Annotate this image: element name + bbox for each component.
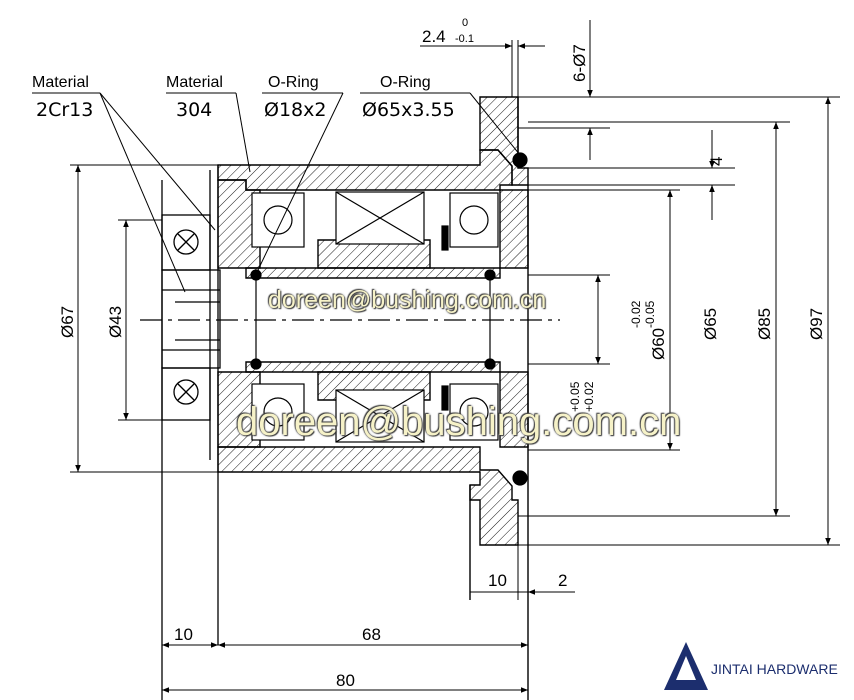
callout-1-value: 2Cr13 [36,99,93,121]
dim-holes: 6-Ø7 [570,44,589,82]
callout-labels: Material 2Cr13 Material 304 O-Ring Ø18x2… [32,74,455,121]
dim-top-tol-upper: 0 [462,17,468,29]
callout-1-title: Material [32,74,89,91]
dim-d60-tol-lower: -0.05 [643,300,657,328]
dim-w10-left: 10 [174,625,193,644]
flange-face [469,97,529,700]
dim-d65: Ø65 [701,308,720,340]
dim-d97: Ø97 [807,308,826,340]
logo-mark [664,642,708,690]
dimension-lines [70,20,840,693]
dim-w80: 80 [336,671,355,690]
watermark-small: doreen@bushing.com.cn [268,286,547,314]
dim-flange-gap: 4 [707,157,726,166]
dim-w10-flange: 10 [488,571,507,590]
dim-top-width: 2.4 [422,27,446,46]
callout-3-value: Ø18x2 [264,99,326,121]
dim-w68: 68 [362,625,381,644]
dim-d60: Ø60 [649,328,668,360]
callout-4-title: O-Ring [380,74,431,91]
dim-top-tol-lower: -0.1 [455,33,474,45]
callout-3-title: O-Ring [268,74,319,91]
dim-w2: 2 [558,571,567,590]
logo-text: JINTAI HARDWARE [711,661,838,677]
callout-2-value: 304 [176,99,212,121]
o-rings [140,152,560,486]
dim-inner-tol-lower: +0.02 [582,381,596,412]
housing-section [217,96,529,546]
callout-4-value: Ø65x3.55 [362,99,455,121]
watermark-large: doreen@bushing.com.cn [236,400,682,444]
dimension-labels: 2.4 0 -0.1 6-Ø7 4 Ø67 Ø43 Ø60 -0.02 -0.0… [58,17,826,690]
callout-2-title: Material [166,74,223,91]
dim-inner-tol-upper: +0.05 [568,381,582,412]
dim-d67: Ø67 [58,306,77,338]
dim-d60-tol-upper: -0.02 [629,300,643,328]
shaft-block [161,165,221,700]
dim-d85: Ø85 [755,308,774,340]
leader-lines [32,92,521,293]
dim-d43: Ø43 [106,306,125,338]
